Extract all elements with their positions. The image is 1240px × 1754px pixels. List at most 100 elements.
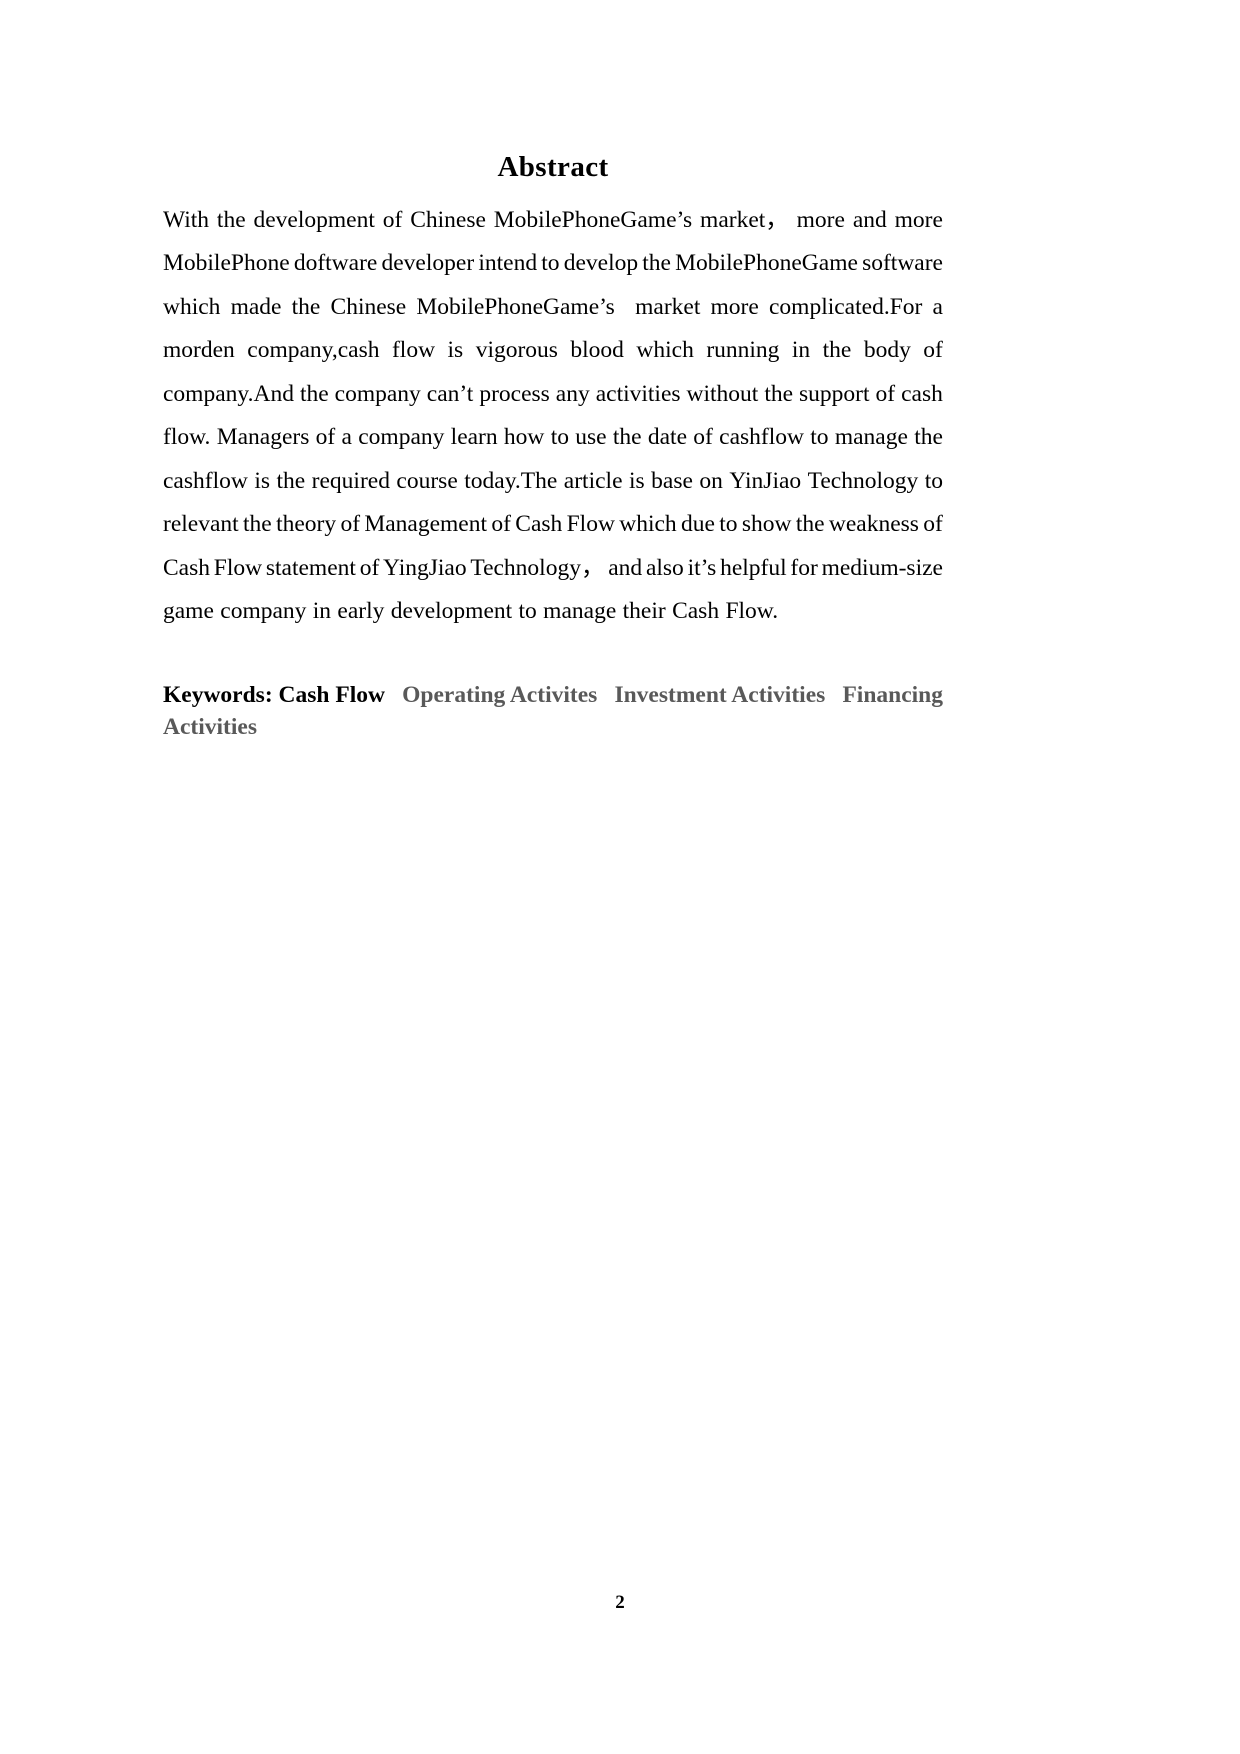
abstract-word: to <box>924 467 943 494</box>
abstract-word: relevant <box>163 511 239 538</box>
abstract-word: develop <box>563 250 639 277</box>
abstract-word: a <box>932 293 943 320</box>
page-number: 2 <box>615 1592 625 1613</box>
abstract-word: weakness <box>828 511 919 538</box>
abstract-word: which <box>619 511 677 538</box>
abstract-word: of <box>923 511 943 538</box>
abstract-word: of <box>875 380 896 407</box>
abstract-word: how <box>503 424 545 451</box>
abstract-word: due <box>681 511 715 538</box>
abstract-word: which <box>163 293 221 320</box>
abstract-word: Cash <box>163 554 210 581</box>
abstract-word: vigorous <box>475 337 558 364</box>
abstract-word: is <box>447 337 464 364</box>
abstract-word: for <box>790 554 818 581</box>
abstract-word: support <box>799 380 870 407</box>
abstract-word: the <box>764 380 794 407</box>
abstract-word: of <box>382 206 403 233</box>
abstract-word: MobilePhoneGame <box>675 250 858 277</box>
abstract-word: MobilePhone <box>163 250 290 277</box>
abstract-word: on <box>699 467 723 494</box>
abstract-word: MobilePhoneGame’s <box>416 293 615 320</box>
abstract-word: article <box>563 467 623 494</box>
abstract-word: the <box>822 337 852 364</box>
abstract-word: helpful <box>720 554 787 581</box>
abstract-word: more <box>796 206 845 233</box>
abstract-word: to <box>541 250 560 277</box>
abstract-word: process <box>479 380 550 407</box>
abstract-word: company <box>358 424 445 451</box>
abstract-word: Chinese <box>410 206 486 233</box>
abstract-word: which <box>636 337 694 364</box>
abstract-word: development <box>253 206 375 233</box>
abstract-word: in <box>791 337 811 364</box>
abstract-word: it’s <box>687 554 717 581</box>
abstract-word: flow. <box>163 424 211 451</box>
abstract-word: activities <box>595 380 681 407</box>
abstract-word: manage <box>834 424 908 451</box>
abstract-word: more <box>710 293 759 320</box>
abstract-word: Flow <box>213 554 263 581</box>
abstract-word: of <box>315 424 336 451</box>
abstract-word: blood <box>570 337 624 364</box>
abstract-word: company,cash <box>247 337 380 364</box>
abstract-word: more <box>894 206 943 233</box>
abstract-word: and <box>608 554 643 581</box>
abstract-word: market， <box>700 206 789 233</box>
abstract-word: developer <box>381 250 475 277</box>
abstract-line-10: game company in early development to man… <box>163 598 779 625</box>
abstract-word: MobilePhoneGame’s <box>493 206 693 233</box>
abstract-word: medium-size <box>821 554 943 581</box>
keyword-term-financing: Financing <box>842 681 943 708</box>
abstract-word: is <box>254 467 270 494</box>
abstract-word: date <box>647 424 687 451</box>
abstract-word: company <box>334 380 421 407</box>
abstract-word: Management <box>364 511 488 538</box>
abstract-word: the <box>276 467 306 494</box>
abstract-word: running <box>706 337 780 364</box>
abstract-word: of <box>693 424 713 451</box>
abstract-word: the <box>795 511 825 538</box>
abstract-word: is <box>628 467 645 494</box>
abstract-word: required <box>311 467 390 494</box>
abstract-word: the <box>291 293 321 320</box>
keywords-section: Keywords: Cash Flow Operating Activites … <box>163 679 943 743</box>
abstract-word: to <box>719 511 738 538</box>
abstract-word: and <box>852 206 887 233</box>
abstract-word: to <box>550 424 569 451</box>
abstract-word: theory <box>276 511 337 538</box>
abstract-word: flow <box>391 337 436 364</box>
abstract-word: today.The <box>464 467 558 494</box>
abstract-word: statement <box>265 554 356 581</box>
abstract-word: YingJiao <box>383 554 467 581</box>
abstract-word: Flow <box>566 511 615 538</box>
abstract-word: to <box>810 424 829 451</box>
abstract-word: course <box>396 467 458 494</box>
abstract-word: body <box>863 337 911 364</box>
abstract-word: With <box>163 206 210 233</box>
abstract-word: the <box>299 380 329 407</box>
abstract-word: cash <box>901 380 943 407</box>
abstract-word: Managers <box>216 424 310 451</box>
abstract-word: morden <box>163 337 235 364</box>
keyword-term-operating: Operating Activites <box>402 681 598 708</box>
abstract-word: Technology <box>807 467 919 494</box>
abstract-word: without <box>686 380 759 407</box>
abstract-word: the <box>914 424 943 451</box>
abstract-word: show <box>741 511 792 538</box>
abstract-word: cashflow <box>719 424 804 451</box>
abstract-word: of <box>340 511 361 538</box>
abstract-word: complicated.For <box>768 293 923 320</box>
abstract-word: learn <box>450 424 498 451</box>
abstract-word: software <box>862 250 943 277</box>
abstract-word: the <box>216 206 246 233</box>
keyword-term-investment: Investment Activities <box>614 681 826 708</box>
